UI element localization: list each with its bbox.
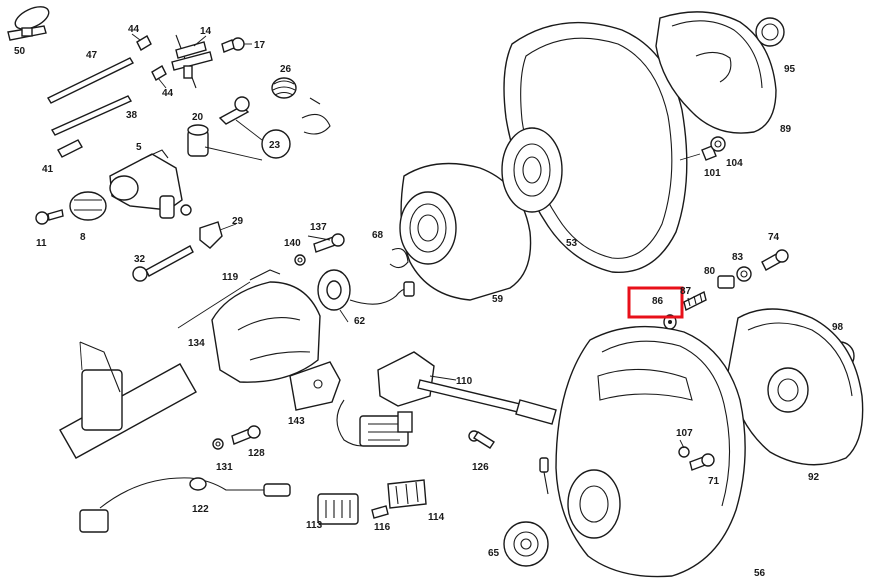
callout-140: 140 xyxy=(284,238,301,249)
callout-116: 116 xyxy=(374,522,391,533)
part-rods-sleeves xyxy=(47,35,167,158)
part-switch-cap-143 xyxy=(289,361,341,411)
callout-71: 71 xyxy=(708,476,720,487)
part-nuts-101-104 xyxy=(701,136,726,161)
callout-137: 137 xyxy=(310,222,327,233)
callout-110: 110 xyxy=(456,376,473,387)
part-pin-assembly xyxy=(171,34,213,89)
callout-74: 74 xyxy=(768,232,780,243)
part-steering-wheel-56 xyxy=(555,325,746,578)
callout-104: 104 xyxy=(726,158,743,169)
part-spring-26 xyxy=(271,77,297,99)
part-wire-119 xyxy=(177,269,281,329)
callout-11: 11 xyxy=(36,238,47,249)
callout-107: 107 xyxy=(676,428,693,439)
part-steering-wheel-53 xyxy=(501,21,688,274)
callout-89: 89 xyxy=(780,124,792,135)
callout-59: 59 xyxy=(492,294,504,305)
part-steering-column-cover xyxy=(211,281,321,383)
part-airbag-module-92 xyxy=(727,308,864,466)
callout-38: 38 xyxy=(126,110,138,121)
callout-56: 56 xyxy=(754,568,766,579)
callout-8: 8 xyxy=(80,232,86,243)
callout-114: 114 xyxy=(428,512,445,523)
part-screw-128 xyxy=(212,425,261,450)
callout-44-top: 44 xyxy=(128,24,140,35)
callout-87: 87 xyxy=(680,286,692,297)
part-clip-ring xyxy=(301,97,331,135)
callout-122: 122 xyxy=(192,504,209,515)
callout-128: 128 xyxy=(248,448,265,459)
highlight-box xyxy=(627,286,684,319)
part-airbag-housing xyxy=(399,162,532,301)
callout-143: 143 xyxy=(288,416,305,427)
callout-101: 101 xyxy=(704,168,721,179)
part-screw-137 xyxy=(294,233,345,266)
part-horn-pad-89 xyxy=(655,11,777,134)
callout-65: 65 xyxy=(488,548,500,559)
part-callout-circle-23 xyxy=(261,129,291,159)
part-bolt-126 xyxy=(468,430,495,449)
callout-44: 44 xyxy=(162,88,174,99)
callout-23: 23 xyxy=(269,140,281,151)
callout-41: 41 xyxy=(42,164,54,175)
part-connectors xyxy=(317,479,427,525)
part-screws-107-71 xyxy=(678,446,715,471)
part-small-connector xyxy=(539,457,549,495)
part-emblem-65 xyxy=(503,521,549,567)
callout-53: 53 xyxy=(566,238,578,249)
callout-98: 98 xyxy=(832,322,844,333)
callout-labels: 50 47 44 44 14 17 26 38 20 23 41 5 11 8 … xyxy=(14,24,844,579)
callout-113: 113 xyxy=(306,520,323,531)
callout-47: 47 xyxy=(86,50,98,61)
leader-lines xyxy=(131,33,701,449)
part-slip-ring-62 xyxy=(317,269,415,311)
part-bolt-17 xyxy=(221,37,245,53)
part-lock-cylinder xyxy=(187,96,263,161)
callout-62: 62 xyxy=(354,316,366,327)
callout-50: 50 xyxy=(14,46,26,57)
part-cable-tie xyxy=(7,6,50,41)
part-steering-column xyxy=(59,341,197,459)
callout-134: 134 xyxy=(188,338,205,349)
part-screw-11 xyxy=(35,209,64,225)
part-wiring-122 xyxy=(79,477,291,533)
callout-26: 26 xyxy=(280,64,292,75)
callout-80: 80 xyxy=(704,266,716,277)
callout-86: 86 xyxy=(652,296,664,307)
part-right-bolts xyxy=(683,249,789,312)
part-circlip-68 xyxy=(389,247,409,269)
part-combination-switch-110 xyxy=(336,351,557,447)
callout-14: 14 xyxy=(200,26,212,37)
callout-68: 68 xyxy=(372,230,384,241)
callout-131: 131 xyxy=(216,462,233,473)
part-clip-29 xyxy=(199,221,223,249)
part-emblem-95 xyxy=(755,17,785,47)
callout-126: 126 xyxy=(472,462,489,473)
callout-83: 83 xyxy=(732,252,744,263)
part-connector-8 xyxy=(69,191,107,221)
callout-5: 5 xyxy=(136,142,142,153)
callout-17: 17 xyxy=(254,40,266,51)
part-long-bolt-32 xyxy=(132,245,194,282)
callout-95: 95 xyxy=(784,64,796,75)
callout-32: 32 xyxy=(134,254,146,265)
part-lock-housing xyxy=(109,149,192,219)
callout-92: 92 xyxy=(808,472,820,483)
callout-20: 20 xyxy=(192,112,204,123)
callout-29: 29 xyxy=(232,216,244,227)
callout-119: 119 xyxy=(222,272,239,283)
